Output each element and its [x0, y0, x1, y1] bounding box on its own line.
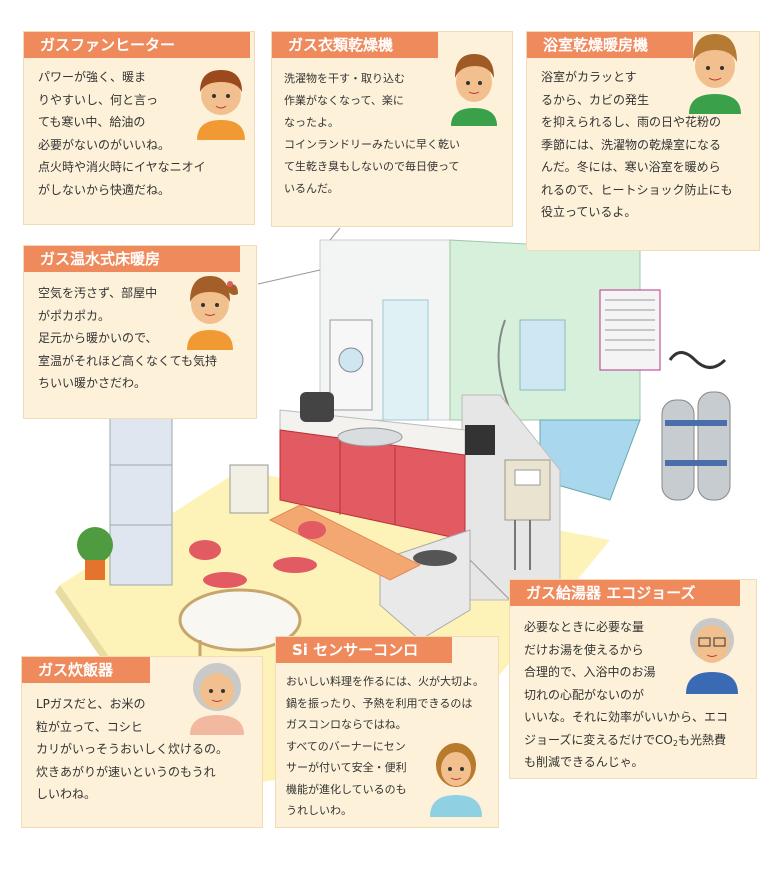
rice-cooker: [300, 392, 334, 422]
text-line: がしないから快適だね。: [38, 182, 171, 197]
card-title: ガス給湯器 エコジョーズ: [510, 580, 740, 606]
card-title: ガスファンヒーター: [24, 32, 250, 58]
text-line: 必要がないのがいいね。: [38, 137, 171, 152]
text-line: ガスコンロならではね。: [286, 718, 407, 731]
subscript: 2: [672, 738, 678, 748]
grandmother-avatar: [190, 663, 244, 735]
text-line: て生乾き臭もしないので毎日使って: [284, 160, 460, 173]
text-line: 機能が進化しているのも: [286, 782, 407, 796]
text-line: れるので、ヒートショック防止にも: [541, 182, 733, 197]
refrigerator: [109, 404, 173, 586]
card-body: LPガスだと、お米の 粒が立って、コシヒ カリがいっそうおいしく炊けるの。 炊き…: [36, 693, 228, 806]
text-line: 浴室がカラッとす: [541, 70, 637, 84]
text-line: 足元から暖かいので、: [38, 331, 158, 345]
stove-burner: [413, 550, 457, 566]
card-title: ガス温水式床暖房: [24, 246, 240, 272]
text-line: 点火時や消火時にイヤなニオイ: [38, 160, 206, 174]
text-line: ジョーズに変えるだけでCO2も光熱費: [524, 729, 728, 752]
chair: [189, 540, 221, 560]
text-line: いるんだ。: [284, 182, 339, 195]
range-hood: [465, 425, 495, 455]
text-line: 合理的で、入浴中のお湯: [524, 665, 656, 679]
text-line: も削減できるんじゃ。: [524, 755, 644, 769]
card-si-stove: Si センサーコンロ おいしい料理を作るには、火が大切よ。 鍋を振ったり、予熱を…: [276, 637, 498, 827]
text-line: 必要なときに必要な量: [524, 620, 645, 634]
laundry-door: [382, 299, 429, 421]
text-line: カリがいっそうおいしく炊けるの。: [36, 742, 229, 756]
boy-avatar: [197, 70, 245, 140]
grandfather-avatar: [686, 618, 738, 694]
text-line: んだ。冬には、寒い浴室を暖めら: [541, 160, 721, 174]
gas-cylinder-right: [697, 391, 731, 501]
woman-avatar: [430, 743, 482, 817]
card-bath-dryer: 浴室乾燥暖房機 浴室がカラッとす るから、カビの発生 を抑えられるし、雨の日や花…: [527, 32, 759, 250]
text-line: ても寒い中、給油の: [38, 115, 146, 129]
chair: [203, 572, 247, 588]
water-heater: [504, 459, 551, 521]
text-line: 作業がなくなって、楽に: [284, 94, 404, 107]
text-line: しいわね。: [36, 787, 97, 801]
card-title: ガス衣類乾燥機: [272, 32, 438, 58]
kitchen-sink: [337, 427, 403, 447]
card-body: パワーが強く、暖ま りやすいし、何と言っ ても寒い中、給油の 必要がないのがいい…: [38, 66, 206, 201]
card-body: 必要なときに必要な量 だけお湯を使えるから 合理的で、入浴中のお湯 切れの心配が…: [524, 616, 728, 774]
text-segment: も光熱費: [677, 732, 726, 747]
text-line: だけお湯を使えるから: [524, 642, 644, 657]
card-body: 浴室がカラッとす るから、カビの発生 を抑えられるし、雨の日や花粉の 季節には、…: [541, 66, 733, 224]
text-line: 鍋を振ったり、予熱を利用できるのは: [286, 696, 473, 710]
text-line: ちいい暖かさだわ。: [38, 376, 147, 390]
chair: [298, 521, 326, 539]
text-line: いいな。それに効率がいいから、エコ: [524, 710, 729, 724]
text-line: りやすいし、何と言っ: [38, 92, 159, 107]
dining-table: [178, 588, 302, 652]
text-line: るから、カビの発生: [541, 92, 650, 107]
card-fan-heater: ガスファンヒーター パワーが強く、暖ま りやすいし、何と言っ ても寒い中、給油の…: [24, 32, 254, 224]
card-body: 洗濯物を干す・取り込む 作業がなくなって、楽に なったよ。 コインランドリーみた…: [284, 68, 460, 200]
text-line: 粒が立って、コシヒ: [36, 719, 143, 734]
bathroom-mirror: [519, 319, 566, 391]
fan-heater: [229, 464, 269, 514]
text-line: 洗濯物を干す・取り込む: [284, 72, 405, 85]
text-line: 役立っているよ。: [541, 205, 637, 219]
shower-hose: [497, 319, 511, 411]
card-rice-cooker: ガス炊飯器 LPガスだと、お米の 粒が立って、コシヒ カリがいっそうおいしく炊け…: [22, 657, 262, 827]
text-line: おいしい料理を作るには、火が大切よ。: [286, 675, 484, 688]
text-line: 炊きあがりが速いというのもうれ: [36, 764, 216, 779]
card-body: おいしい料理を作るには、火が大切よ。 鍋を振ったり、予熱を利用できるのは ガスコ…: [286, 671, 484, 822]
text-line: がポカポカ。: [38, 308, 111, 323]
card-title: ガス炊飯器: [22, 657, 150, 683]
boy-avatar: [689, 34, 741, 114]
text-line: 切れの心配がないのが: [524, 687, 645, 702]
text-line: サーが付いて安全・便利: [286, 761, 407, 774]
text-line: コインランドリーみたいに早く乾い: [284, 138, 460, 151]
text-line: すべてのバーナーにセン: [286, 739, 406, 753]
man-avatar: [451, 54, 497, 126]
gas-cylinder-left: [661, 399, 695, 501]
text-line: LPガスだと、お米の: [36, 697, 146, 711]
chair: [273, 557, 317, 573]
text-line: うれしいわ。: [286, 804, 352, 817]
card-body: 空気を汚さず、部屋中 がポカポカ。 足元から暖かいので、 室温がそれほど高くなく…: [38, 282, 217, 395]
card-title: Si センサーコンロ: [276, 637, 452, 663]
text-line: を抑えられるし、雨の日や花粉の: [541, 115, 722, 129]
text-line: 季節には、洗濯物の乾燥室になる: [541, 137, 722, 152]
text-segment: ジョーズに変えるだけでCO: [524, 732, 673, 747]
card-dryer: ガス衣類乾燥機 洗濯物を干す・取り込む 作業がなくなって、楽に なったよ。 コイ…: [272, 32, 512, 226]
plant: [77, 527, 113, 563]
girl-avatar: [187, 276, 238, 350]
card-eco-jozu: ガス給湯器 エコジョーズ 必要なときに必要な量 だけお湯を使えるから 合理的で、…: [510, 580, 756, 778]
card-title: 浴室乾燥暖房機: [527, 32, 693, 58]
text-line: なったよ。: [284, 116, 339, 129]
text-line: 空気を汚さず、部屋中: [38, 286, 158, 300]
text-line: 室温がそれほど高くなくても気持: [38, 353, 218, 368]
text-line: パワーが強く、暖ま: [38, 70, 147, 84]
card-floor-heating: ガス温水式床暖房 空気を汚さず、部屋中 がポカポカ。 足元から暖かいので、 室温…: [24, 246, 256, 418]
